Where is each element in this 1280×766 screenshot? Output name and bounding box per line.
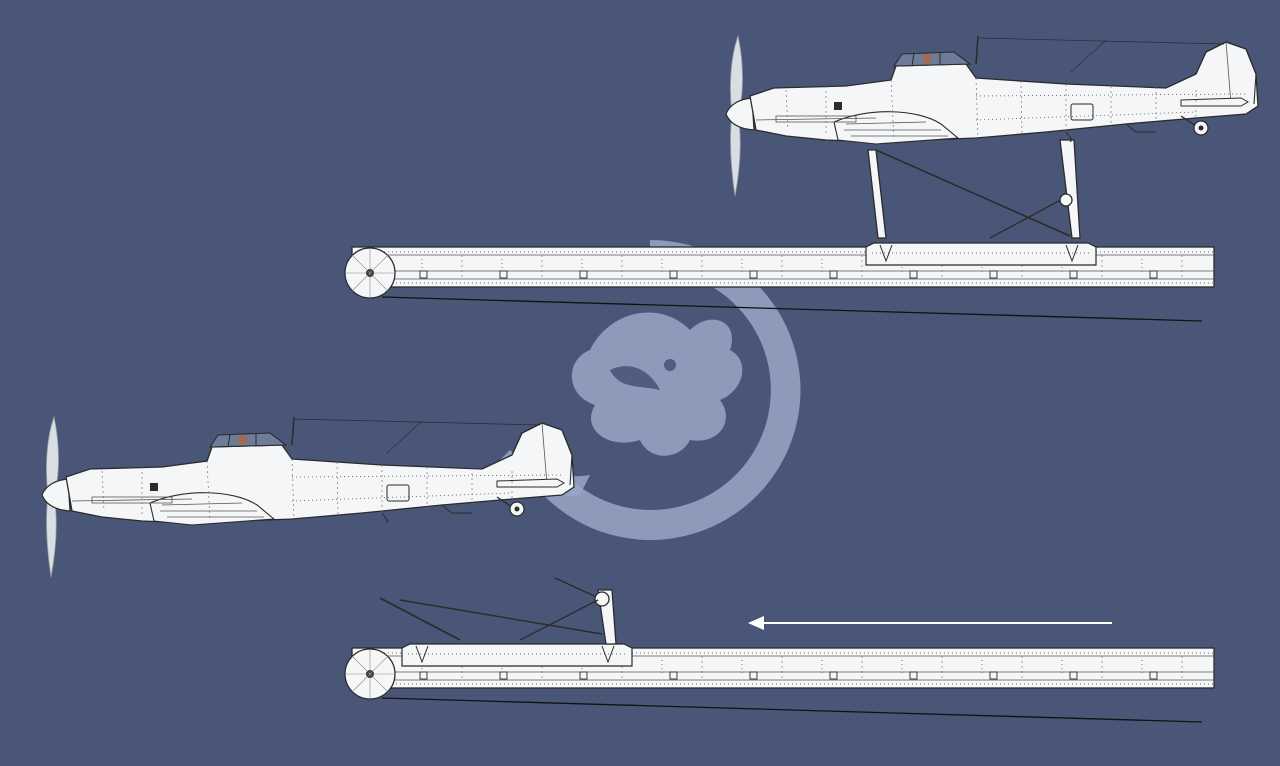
scene-post-launch — [41, 416, 1215, 723]
cradle-arms-folded — [379, 577, 617, 645]
cradle-carriage-bottom — [401, 643, 633, 667]
cradle-carriage-top — [865, 242, 1097, 266]
cradle-supports-top — [867, 139, 1081, 239]
launch-direction-arrow — [748, 616, 1112, 630]
scene-launch-ready — [344, 35, 1259, 322]
